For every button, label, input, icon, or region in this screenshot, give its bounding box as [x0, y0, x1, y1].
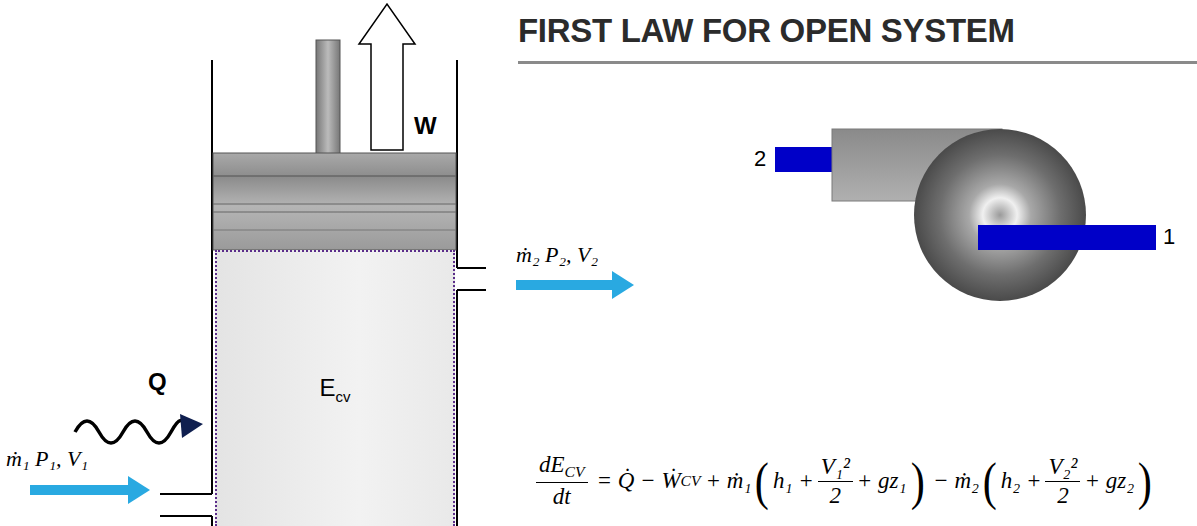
parenthesis: ( [755, 455, 769, 508]
title: FIRST LAW FOR OPEN SYSTEM [518, 12, 1015, 50]
title-rule [518, 61, 1197, 64]
pump-volute [914, 129, 1086, 301]
fraction: dECV dt [536, 452, 588, 510]
equation-term: dE [539, 452, 565, 477]
outlet-pipe [457, 267, 486, 269]
equation-term: + gz₁ [857, 468, 907, 494]
outlet-label: ṁ₂ P₂, V₂ [516, 242, 598, 268]
node-label: Ecv [319, 374, 350, 405]
subscript: CV [681, 472, 701, 490]
fraction: V₂² 2 [1045, 454, 1080, 509]
inlet-label: ṁ₁ P₁, V₁ [6, 446, 88, 472]
cylinder-wall [456, 290, 458, 526]
numerator: V₂² [1045, 454, 1080, 481]
fraction: V₁² 2 [818, 454, 853, 509]
port-number: 1 [1163, 224, 1175, 250]
outlet-pipe [457, 289, 486, 291]
port-number: 2 [754, 146, 766, 172]
work-arrow [359, 4, 415, 150]
heat-arrowhead [180, 414, 203, 438]
denominator: 2 [1045, 481, 1080, 509]
equation-term: h₁ + [773, 468, 814, 494]
equation-term: + gz₂ [1084, 468, 1134, 494]
denominator: dt [536, 482, 588, 510]
inlet-pipe [160, 493, 212, 495]
equation-term: = Q̇ − Ẇ [597, 468, 681, 494]
numerator: dECV [536, 452, 588, 482]
parenthesis: ) [1138, 455, 1152, 508]
equation-term: − ṁ₂ [933, 468, 979, 494]
parenthesis: ) [910, 455, 924, 508]
heat-label: Q [148, 368, 167, 396]
pump-outlet [775, 147, 833, 172]
subscript: CV [565, 463, 585, 480]
flow-arrow [516, 271, 634, 299]
denominator: 2 [818, 481, 853, 509]
subscript: cv [336, 388, 351, 405]
control-volume: Ecv [215, 250, 455, 526]
work-label: W [414, 112, 437, 140]
piston [213, 153, 456, 250]
pump-inlet [978, 225, 1156, 250]
inlet-pipe [160, 515, 212, 517]
parenthesis: ( [983, 455, 997, 508]
piston-ring [213, 204, 456, 205]
piston-band [213, 175, 456, 177]
piston-band [213, 230, 456, 231]
piston-ring [213, 212, 456, 213]
cylinder-wall [211, 516, 213, 526]
flow-arrow [30, 476, 150, 504]
equation-term: + ṁ₁ [706, 468, 752, 494]
symbol: E [319, 374, 335, 401]
cylinder-wall [211, 60, 213, 494]
equation-term: h₂ + [1001, 468, 1042, 494]
piston-rod [316, 40, 340, 154]
energy-equation: dECV dt = Q̇ − ẆCV + ṁ₁ ( h₁ + V₁² 2 + g… [532, 438, 1156, 524]
heat-arrow [75, 420, 185, 443]
numerator: V₁² [818, 454, 853, 481]
